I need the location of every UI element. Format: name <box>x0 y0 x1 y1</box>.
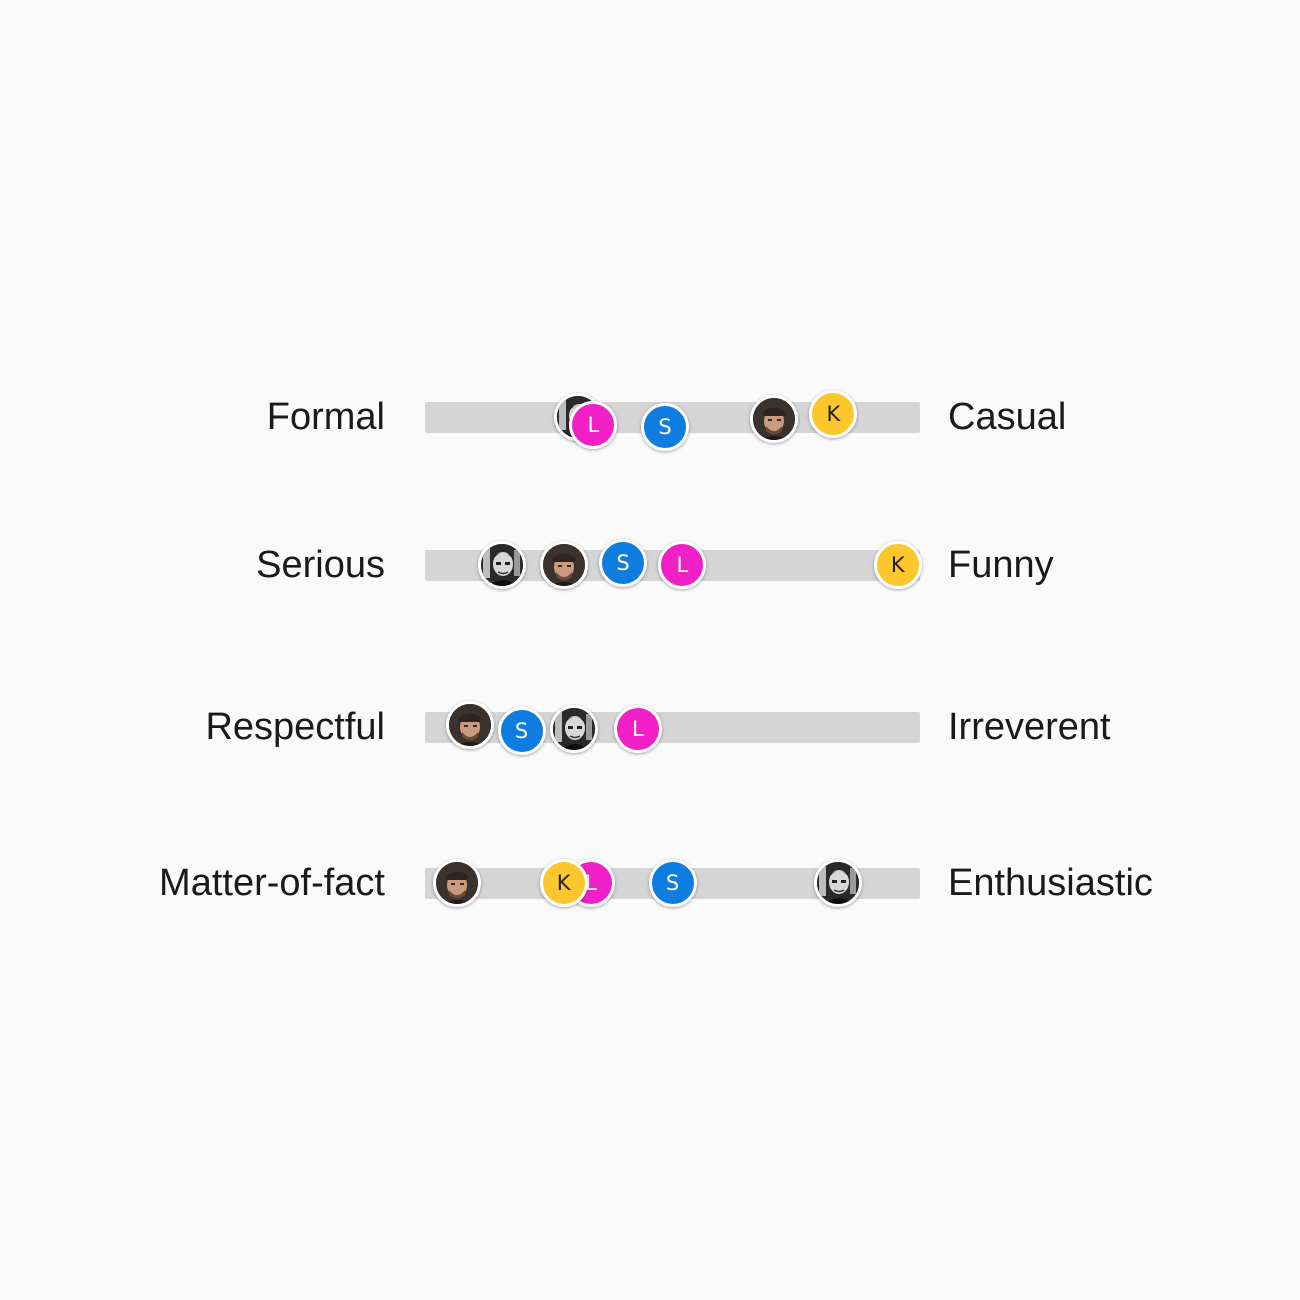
participant-marker-l[interactable]: L <box>569 401 618 449</box>
scale-right-label: Enthusiastic <box>948 862 1153 904</box>
photo-avatar-bw[interactable] <box>814 859 863 907</box>
participant-marker-s[interactable]: S <box>497 707 546 755</box>
photo-avatar-color[interactable] <box>433 859 482 907</box>
scale-left-label: Matter-of-fact <box>159 862 385 904</box>
participant-marker-s[interactable]: S <box>648 859 697 907</box>
participant-marker-l[interactable]: L <box>613 705 662 753</box>
photo-avatar-color[interactable] <box>539 541 588 589</box>
photo-avatar-bw[interactable] <box>477 541 526 589</box>
scale-row-respectful-irreverent: Respectful Irreverent S L <box>0 697 1300 757</box>
participant-marker-s[interactable]: S <box>599 539 647 587</box>
scale-left-label: Respectful <box>205 706 385 748</box>
photo-avatar-color[interactable] <box>445 701 494 749</box>
photo-avatar-color[interactable] <box>749 395 798 443</box>
scale-left-label: Formal <box>266 396 385 438</box>
participant-marker-k[interactable]: K <box>809 390 858 438</box>
scale-right-label: Casual <box>948 396 1067 438</box>
scale-right-label: Funny <box>948 544 1054 586</box>
scale-right-label: Irreverent <box>948 706 1111 748</box>
participant-marker-k[interactable]: K <box>539 859 588 907</box>
participant-marker-l[interactable]: L <box>658 541 707 589</box>
scale-left-label: Serious <box>256 544 385 586</box>
photo-avatar-bw[interactable] <box>549 705 598 753</box>
participant-marker-k[interactable]: K <box>873 541 922 589</box>
participant-marker-s[interactable]: S <box>641 403 690 451</box>
